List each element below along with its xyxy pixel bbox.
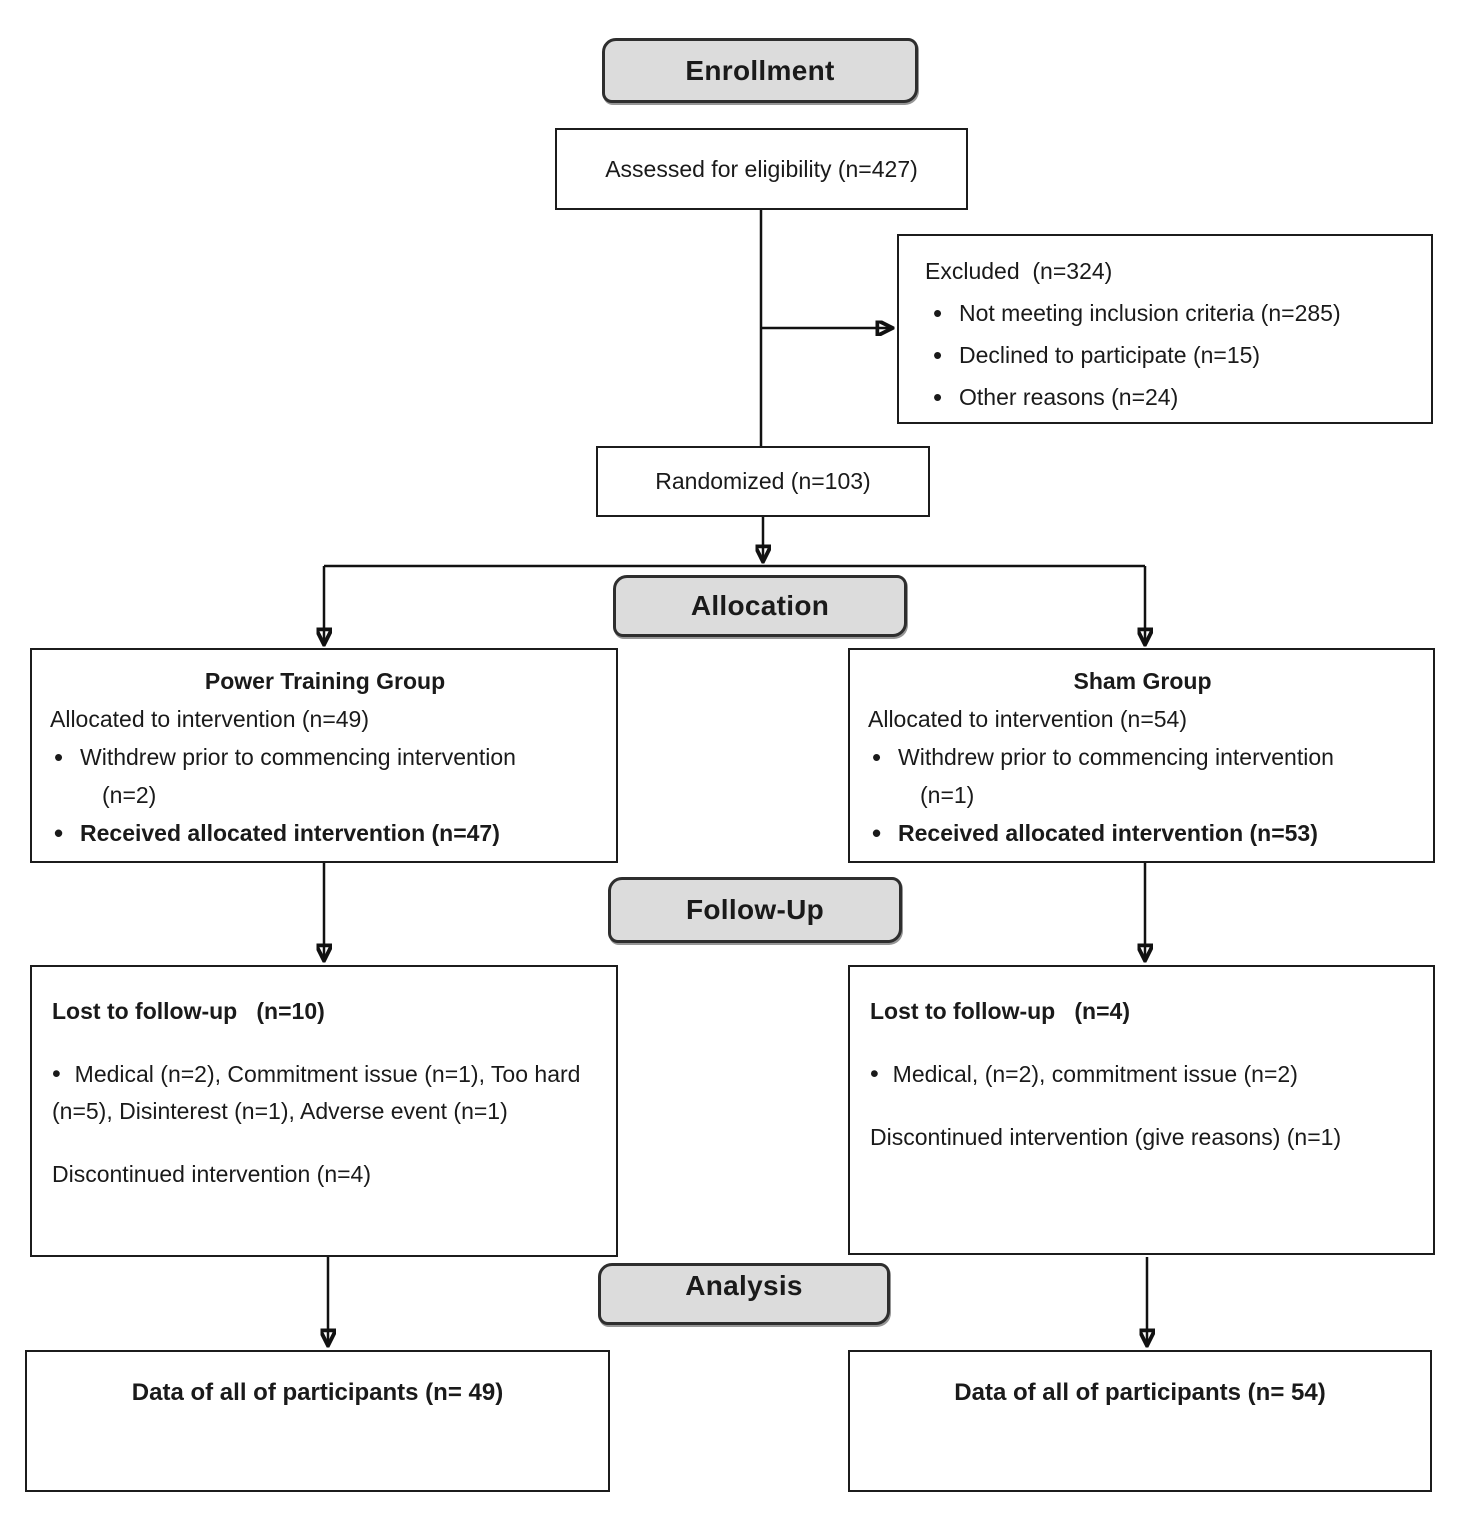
allocation-group-title: Sham Group — [1073, 668, 1212, 694]
stage-header-allocation: Allocation — [613, 575, 907, 637]
allocation-list: Withdrew prior to commencing interventio… — [50, 738, 600, 852]
stage-header-followup: Follow-Up — [608, 877, 902, 943]
excluded-item: Not meeting inclusion criteria (n=285) — [925, 292, 1413, 334]
stage-header-analysis: Analysis — [598, 1263, 890, 1325]
box-allocation-power: Power Training Group Allocated to interv… — [30, 648, 618, 863]
box-allocation-sham: Sham Group Allocated to intervention (n=… — [848, 648, 1435, 863]
analysis-data-text: Data of all of participants (n= 49) — [131, 1379, 504, 1406]
withdrew-text: Withdrew prior to commencing interventio… — [80, 744, 516, 770]
box-followup-power: Lost to follow-up (n=10) Medical (n=2), … — [30, 965, 618, 1257]
assessed-text: Assessed for eligibility (n=427) — [605, 155, 918, 182]
followup-discontinued-text: Discontinued intervention (give reasons)… — [870, 1124, 1342, 1150]
allocation-received-item: Received allocated intervention (n=47) — [50, 814, 600, 852]
withdrew-count: (n=1) — [920, 782, 975, 808]
box-excluded: Excluded (n=324) Not meeting inclusion c… — [897, 234, 1433, 424]
box-randomized: Randomized (n=103) — [596, 446, 930, 517]
followup-lost-text: Lost to follow-up (n=4) — [870, 998, 1130, 1024]
stage-header-label: Allocation — [690, 590, 830, 621]
randomized-text: Randomized (n=103) — [655, 468, 871, 495]
stage-header-label: Analysis — [685, 1270, 803, 1301]
withdrew-text: Withdrew prior to commencing interventio… — [898, 744, 1334, 770]
followup-discontinued-text: Discontinued intervention (n=4) — [52, 1161, 371, 1187]
withdrew-count: (n=2) — [102, 782, 157, 808]
stage-header-enrollment: Enrollment — [602, 38, 918, 103]
allocation-withdrew-item: Withdrew prior to commencing interventio… — [868, 738, 1417, 814]
allocation-withdrew-item: Withdrew prior to commencing interventio… — [50, 738, 600, 814]
allocation-list: Withdrew prior to commencing interventio… — [868, 738, 1417, 852]
excluded-list: Not meeting inclusion criteria (n=285) D… — [925, 292, 1413, 418]
followup-reasons-item: Medical (n=2), Commitment issue (n=1), T… — [52, 1056, 596, 1130]
allocation-allocated-text: Allocated to intervention (n=54) — [868, 706, 1188, 732]
allocation-group-title: Power Training Group — [204, 668, 446, 694]
allocation-received-item: Received allocated intervention (n=53) — [868, 814, 1417, 852]
box-analysis-sham: Data of all of participants (n= 54) — [848, 1350, 1432, 1492]
box-analysis-power: Data of all of participants (n= 49) — [25, 1350, 610, 1492]
allocation-allocated-text: Allocated to intervention (n=49) — [50, 706, 370, 732]
followup-lost-text: Lost to follow-up (n=10) — [52, 998, 325, 1024]
excluded-item: Declined to participate (n=15) — [925, 334, 1413, 376]
followup-reasons-item: Medical, (n=2), commitment issue (n=2) — [870, 1056, 1413, 1093]
stage-header-label: Follow-Up — [686, 894, 824, 925]
box-followup-sham: Lost to follow-up (n=4) Medical, (n=2), … — [848, 965, 1435, 1255]
excluded-title: Excluded (n=324) — [925, 258, 1113, 284]
analysis-data-text: Data of all of participants (n= 54) — [954, 1379, 1326, 1406]
box-assessed-eligibility: Assessed for eligibility (n=427) — [555, 128, 968, 210]
stage-header-label: Enrollment — [685, 54, 835, 86]
excluded-item: Other reasons (n=24) — [925, 376, 1413, 418]
